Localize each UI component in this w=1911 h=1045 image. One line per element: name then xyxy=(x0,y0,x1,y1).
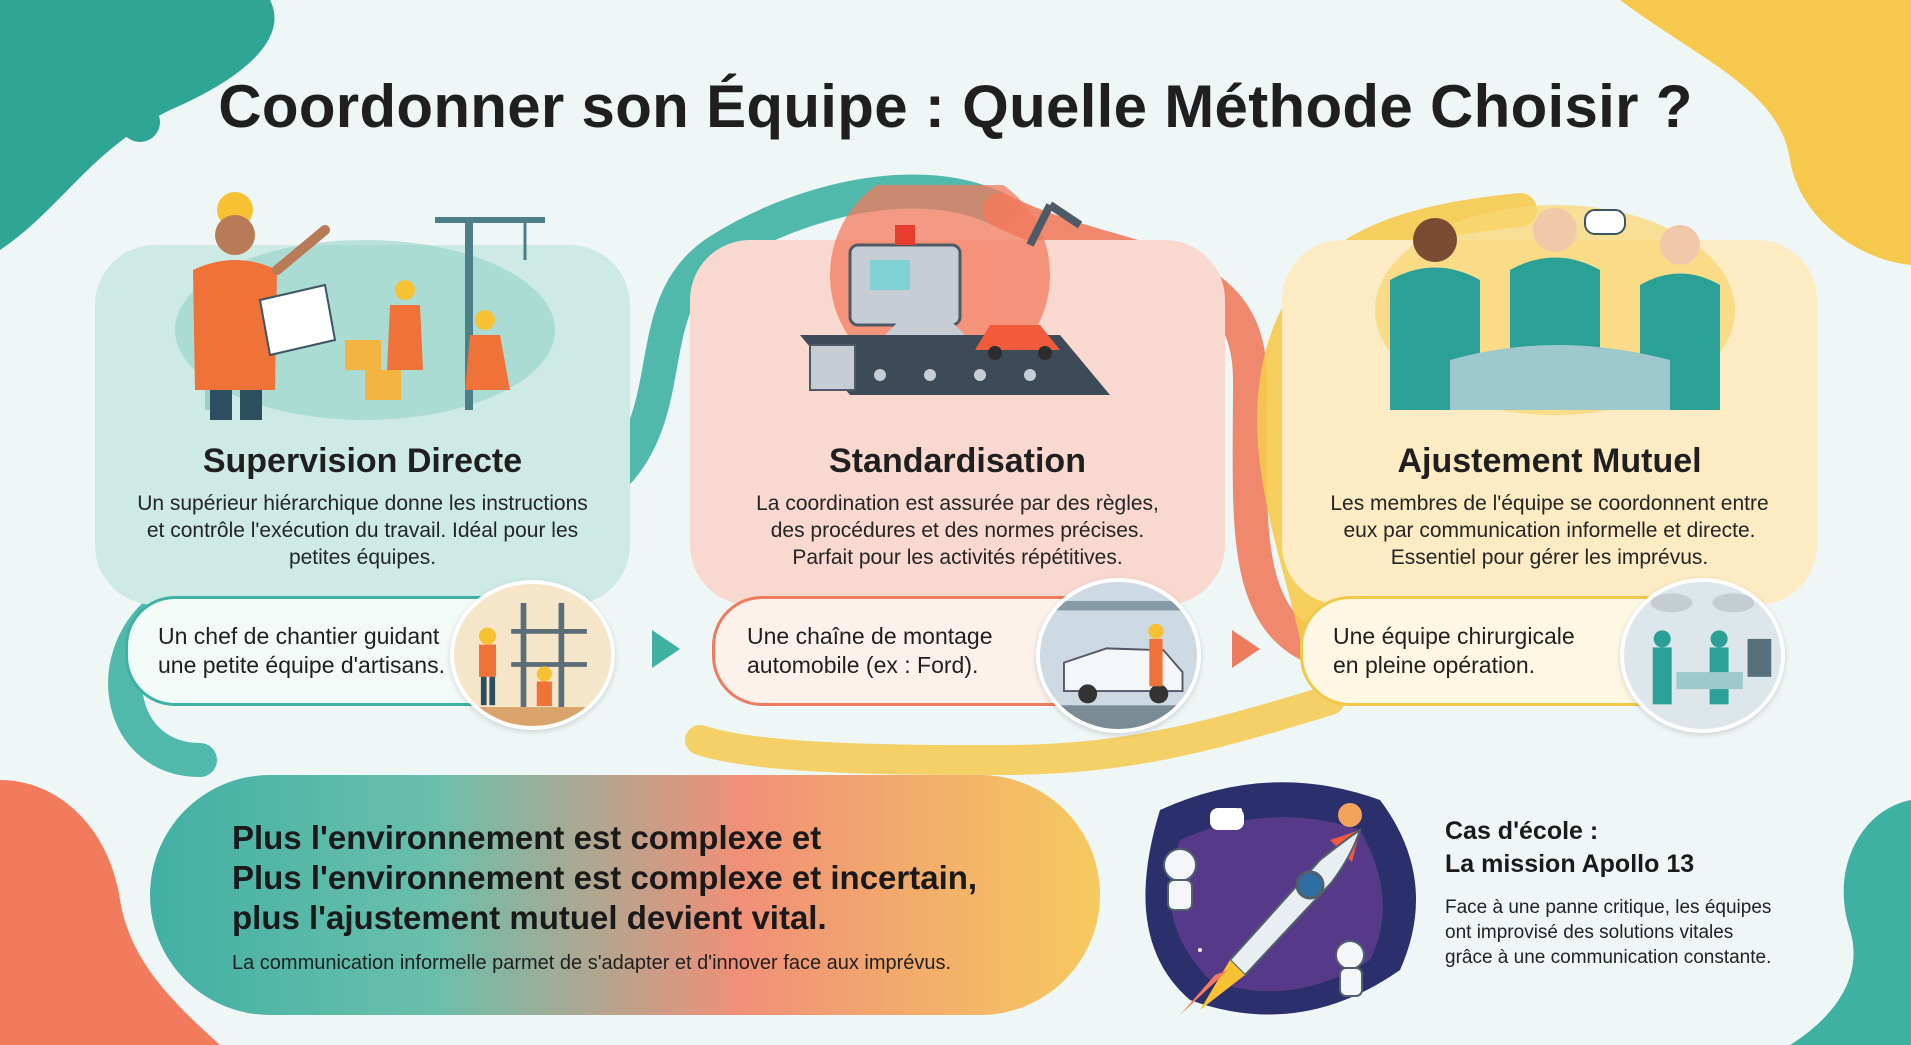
banner-subtitle: La communication informelle parmet de s'… xyxy=(232,952,952,974)
example-image-construction xyxy=(450,580,615,730)
construction-site-icon xyxy=(454,584,611,726)
card-description: Les membres de l'équipe se coordonnent e… xyxy=(1330,492,1769,569)
case-study-description: Face à une panne critique, les équipes o… xyxy=(1445,897,1772,968)
operating-room-icon xyxy=(1624,582,1781,729)
construction-workers-icon xyxy=(175,192,555,420)
case-study-text: Cas d'école : La mission Apollo 13 Face … xyxy=(1445,815,1890,970)
example-image-factory xyxy=(1036,578,1201,733)
arrow-right-icon xyxy=(652,630,680,668)
conclusion-banner xyxy=(150,775,1100,1015)
example-image-operating-room xyxy=(1620,578,1785,733)
case-study-title: La mission Apollo 13 xyxy=(1445,850,1695,878)
card-description: La coordination est assurée par des règl… xyxy=(756,492,1159,569)
banner-line-3: plus l'ajustement mutuel devient vital. xyxy=(232,899,827,936)
card-title: Supervision Directe xyxy=(202,442,523,480)
car-factory-icon xyxy=(1040,582,1197,729)
example-text: Une équipe chirurgicale en pleine opérat… xyxy=(1333,623,1575,678)
banner-line-1: Plus l'environnement est complexe et xyxy=(232,819,822,856)
card-description: Un supérieur hiérarchique donne les inst… xyxy=(137,492,588,569)
rocket-astronauts-icon xyxy=(1145,782,1416,1015)
example-text: Une chaîne de montage automobile (ex : F… xyxy=(747,623,993,678)
example-text: Un chef de chantier guidant une petite é… xyxy=(158,623,445,678)
conclusion-text: Plus l'environnement est complexe et Plu… xyxy=(232,818,1092,975)
illustration-assembly xyxy=(790,165,1120,435)
card-title: Standardisation xyxy=(829,442,1086,480)
banner-line-2: Plus l'environnement est complexe et inc… xyxy=(232,859,978,896)
arrow-right-icon xyxy=(1232,630,1260,668)
illustration-surgeons xyxy=(1370,200,1740,420)
page-title: Coordonner son Équipe : Quelle Méthode C… xyxy=(218,73,1693,140)
case-study-label: Cas d'école : xyxy=(1445,817,1599,845)
card-title: Ajustement Mutuel xyxy=(1397,442,1702,480)
illustration-construction xyxy=(165,190,560,420)
assembly-line-icon xyxy=(800,165,1110,395)
surgeons-icon xyxy=(1375,205,1735,415)
case-study-illustration xyxy=(1120,770,1430,1025)
